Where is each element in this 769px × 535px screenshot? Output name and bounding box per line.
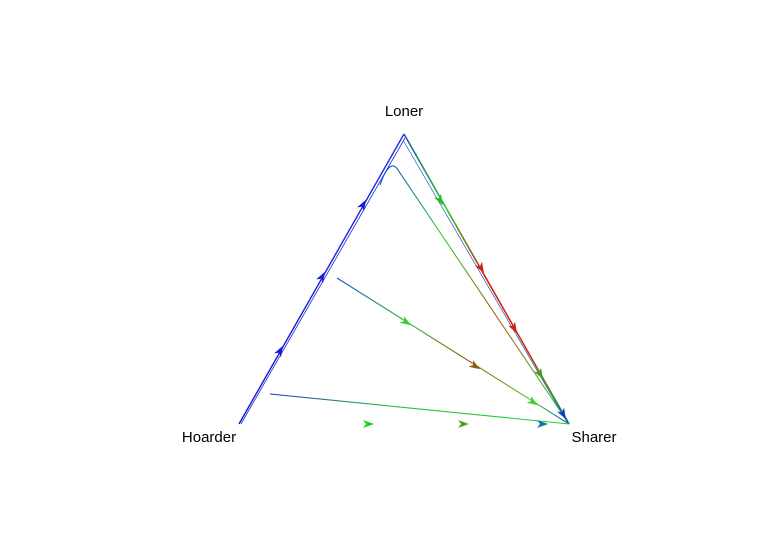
arrow-head-icon (508, 321, 517, 334)
arrow-head-icon (399, 315, 412, 326)
arrow-head-icon (316, 271, 325, 284)
arrow-head-icon (557, 407, 566, 420)
vertex-label-hoarder: Hoarder (182, 429, 236, 446)
arrow-head-icon (526, 395, 539, 406)
trajectory-interior-upper (379, 165, 570, 425)
arrow-head-icon (468, 359, 481, 370)
arrow-head-icon (537, 420, 548, 428)
arrows-left-edge (274, 199, 366, 358)
vertex-label-sharer: Sharer (571, 429, 616, 446)
arrows-bottom-edge (363, 420, 548, 428)
vertex-label-loner: Loner (385, 103, 423, 120)
trajectory-interior-middle (336, 277, 570, 425)
arrow-head-icon (458, 420, 469, 428)
arrow-head-icon (274, 345, 283, 358)
trajectory-loner-to-sharer-2 (402, 139, 568, 423)
arrow-head-icon (534, 367, 543, 380)
trajectory-loner-to-sharer (403, 133, 570, 425)
arrow-head-icon (475, 261, 484, 274)
arrows-interior-middle (399, 315, 539, 406)
trajectory-interior-lower (269, 393, 570, 425)
arrow-head-icon (434, 193, 443, 206)
arrow-head-icon (363, 420, 374, 428)
arrow-head-icon (357, 199, 366, 212)
arrows-right-edge (434, 193, 566, 420)
